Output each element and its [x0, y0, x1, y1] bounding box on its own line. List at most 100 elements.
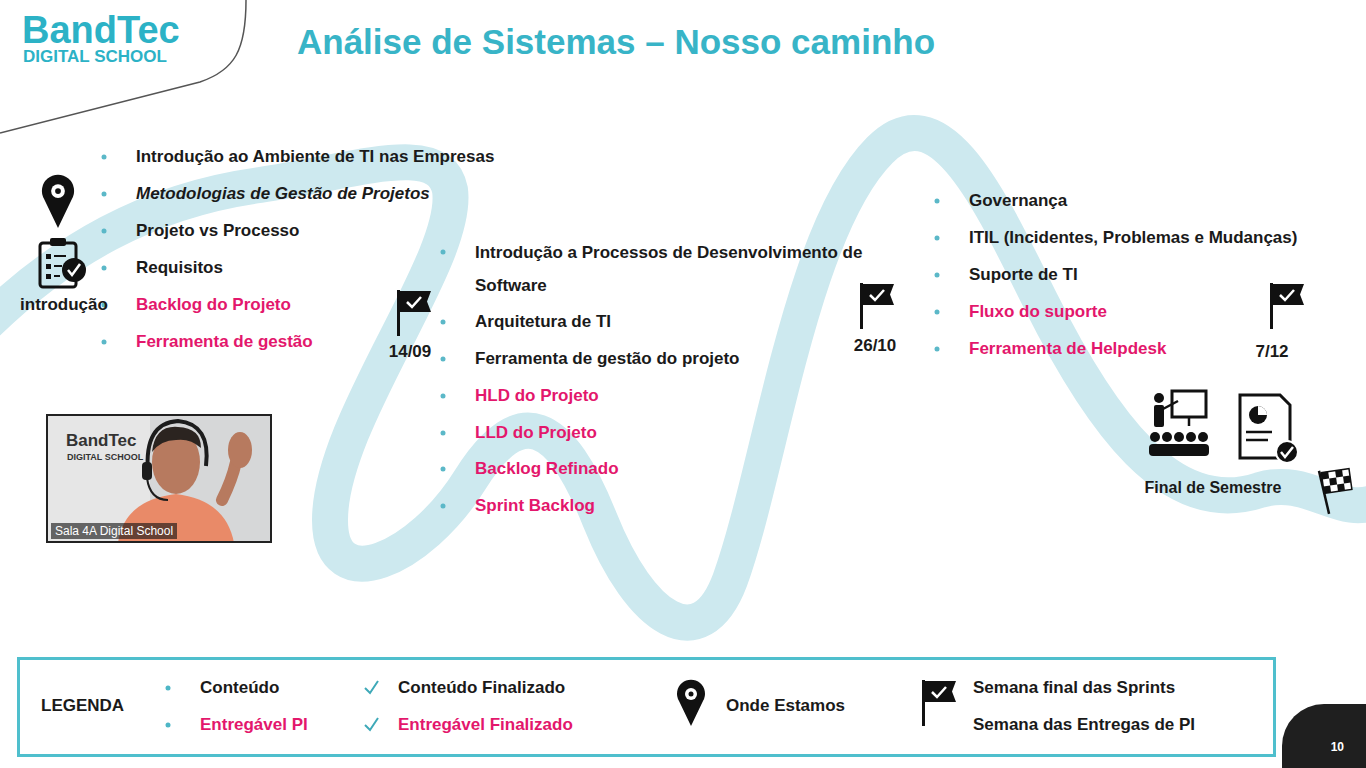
- presenter-icon: [1162, 432, 1172, 442]
- clipboard-icon: [46, 274, 51, 279]
- presenter-icon: [1163, 401, 1178, 409]
- legend-flag-icon: [932, 687, 946, 697]
- report-icon: [1258, 406, 1267, 415]
- finish-flag-icon: [1319, 467, 1355, 515]
- logo-divider: [0, 0, 246, 133]
- list-bullet: [102, 266, 107, 271]
- list-bullet: [102, 229, 107, 234]
- location-pin-icon: [42, 175, 74, 228]
- sprint-flag-icon: [870, 290, 884, 300]
- stage-label: introdução: [20, 295, 108, 315]
- presenter-icon: [1149, 444, 1209, 456]
- presenter-icon: [1154, 405, 1164, 427]
- logo-subtext: DIGITAL SCHOOL: [23, 47, 167, 67]
- page-number-tab: 10: [1282, 704, 1366, 768]
- legend-text: Conteúdo: [200, 678, 279, 698]
- list-bullet: [441, 394, 446, 399]
- legend-text: Semana das Entregas de PI: [973, 715, 1195, 735]
- clipboard-icon: [68, 264, 80, 275]
- list-bullet: [102, 155, 107, 160]
- deliverable-item: Backlog do Projeto: [136, 295, 291, 315]
- content-item: Requisitos: [136, 258, 223, 278]
- finish-flag-icon: [1323, 485, 1331, 493]
- report-icon: [1246, 431, 1272, 434]
- legend-pin-icon: [685, 688, 697, 700]
- webcam-photo: [46, 414, 272, 543]
- content-item: Arquitetura de TI: [475, 312, 611, 332]
- list-bullet: [441, 250, 446, 255]
- webcam-photo: [46, 414, 272, 543]
- list-bullet: [441, 504, 446, 509]
- legend-text: Entregável PI: [200, 715, 308, 735]
- webcam-photo: [147, 478, 168, 500]
- sprint-date: 7/12: [1255, 342, 1288, 362]
- list-bullet: [441, 320, 446, 325]
- legend-check: [365, 681, 378, 730]
- presenter-icon: [1172, 391, 1206, 417]
- report-icon: [1276, 441, 1298, 463]
- webcam-photo: [142, 462, 152, 480]
- report-icon: [1281, 447, 1293, 457]
- list-bullet: [935, 199, 940, 204]
- sprint-flag-icon: [398, 291, 431, 312]
- webcam-photo: [228, 432, 252, 468]
- legend-bullet: [166, 686, 171, 728]
- content-item: Ferramenta de gestão do projeto: [475, 349, 740, 369]
- sprint-date: 26/10: [854, 336, 897, 356]
- clipboard-icon: [62, 258, 86, 282]
- webcam-photo: [148, 421, 207, 472]
- deliverable-item: Fluxo do suporte: [969, 302, 1107, 322]
- sprint-flag-icon: [407, 297, 421, 307]
- content-item: Introdução ao Ambiente de TI nas Empresa…: [136, 147, 494, 167]
- sprint-flag-icon: [861, 283, 894, 329]
- report-icon: [1246, 439, 1268, 442]
- legend-bullet: [166, 723, 171, 728]
- logo-text: BandTec: [22, 10, 180, 50]
- legend-text: Conteúdo Finalizado: [398, 678, 565, 698]
- clipboard-icon: [50, 238, 66, 246]
- finish-flag-icon: [1321, 472, 1329, 480]
- slide-title: Análise de Sistemas – Nosso caminho: [297, 21, 935, 63]
- clipboard-icon: [54, 265, 62, 267]
- sprint-flag-icon: [398, 290, 431, 336]
- sprint-flag-icon: [1271, 283, 1304, 329]
- route-squiggle: [0, 133, 1366, 623]
- presenter-icon: [1188, 417, 1191, 426]
- list-bullet: [935, 273, 940, 278]
- page-number: 10: [1331, 740, 1344, 754]
- presenter-icon: [1174, 432, 1184, 442]
- sprint-date: 14/09: [389, 342, 432, 362]
- legend-pin-icon: [677, 680, 705, 726]
- presenter-icon: [1154, 393, 1164, 403]
- legend-text: Onde Estamos: [726, 696, 845, 716]
- legend-check: [365, 718, 378, 730]
- deliverable-item: LLD do Projeto: [475, 423, 597, 443]
- legend-flag-icon: [923, 680, 956, 726]
- legend-text: Entregável Finalizado: [398, 715, 573, 735]
- legend-pin-icon: [689, 692, 694, 697]
- finish-flag-icon: [1337, 484, 1345, 492]
- finish-flag-icon: [1343, 476, 1351, 484]
- content-item: Metodologias de Gestão de Projetos: [136, 184, 430, 204]
- list-bullet: [935, 347, 940, 352]
- legend-heading: LEGENDA: [41, 696, 124, 716]
- webcam-frame: Sala 4A Digital School: [46, 414, 272, 543]
- finish-flag-icon: [1335, 470, 1343, 478]
- presenter-icon: [1149, 391, 1209, 456]
- webcam-photo: [222, 462, 236, 500]
- webcam-logo-subtext: DIGITAL SCHOOL: [67, 452, 143, 463]
- presenter-icon: [1150, 432, 1160, 442]
- deliverable-item: Sprint Backlog: [475, 496, 595, 516]
- webcam-logo-text: BandTec: [66, 431, 137, 451]
- report-icon: [1240, 395, 1298, 463]
- deliverable-item: Ferramenta de Helpdesk: [969, 339, 1166, 359]
- location-pin-icon: [51, 184, 65, 198]
- content-item: ITIL (Incidentes, Problemas e Mudanças): [969, 228, 1297, 248]
- clipboard-icon: [46, 264, 51, 269]
- clipboard-icon: [54, 275, 60, 277]
- presenter-icon: [1198, 432, 1208, 442]
- sprint-flag-icon: [861, 284, 894, 305]
- list-bullet: [441, 431, 446, 436]
